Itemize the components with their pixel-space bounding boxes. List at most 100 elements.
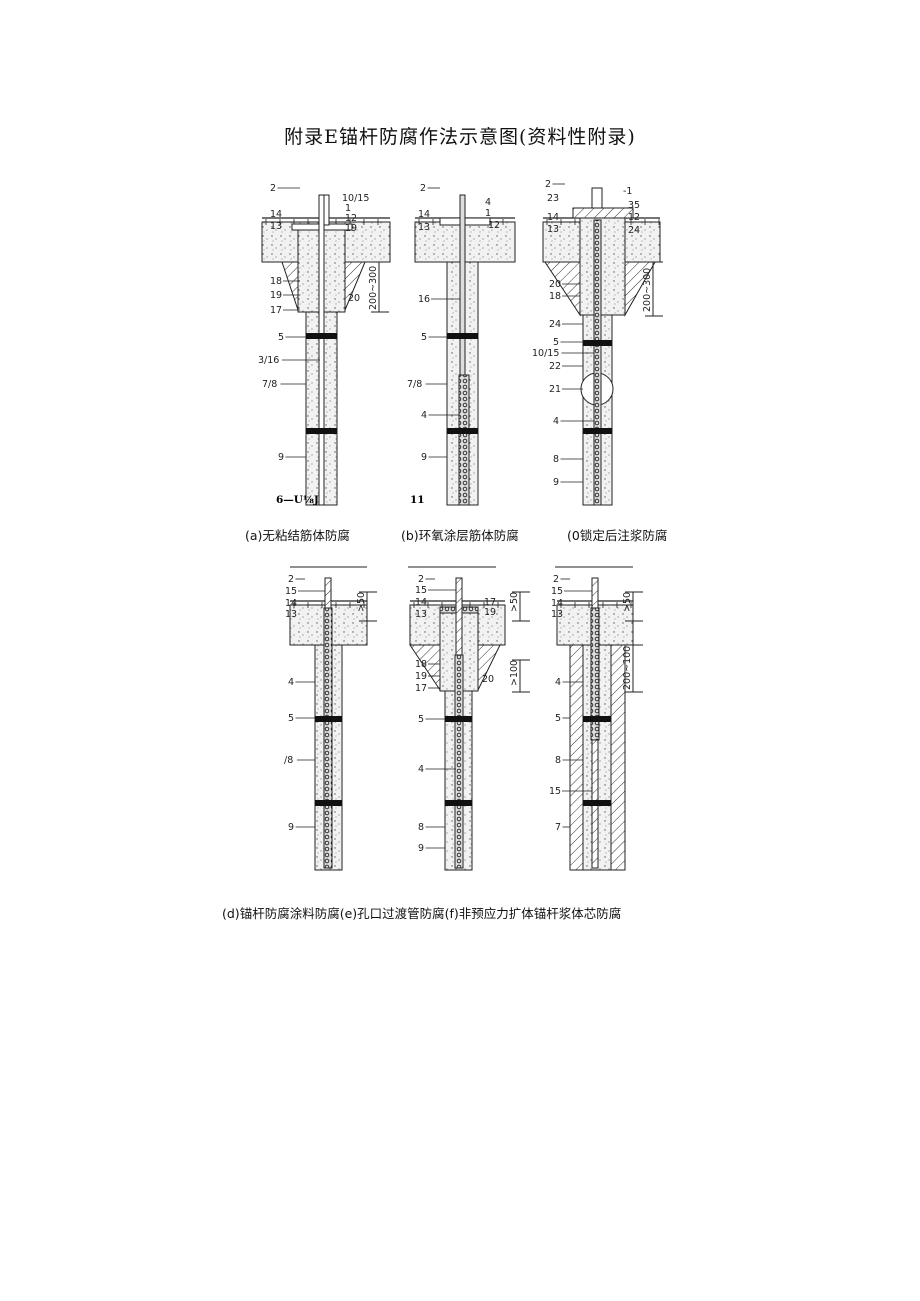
- fig-e-label-19: 19: [415, 671, 427, 682]
- fig-c-label-8: 8: [553, 454, 559, 465]
- fig-c-label-35: 35: [628, 200, 640, 211]
- fig-e-label-15: 15: [415, 585, 427, 596]
- fig-c-label-24: 24: [549, 319, 561, 330]
- fig-b-label-14: 14: [418, 209, 430, 220]
- fig-a-dimension-text: 200~300: [368, 266, 379, 310]
- fig-f-label-8: 8: [555, 755, 561, 766]
- fig-f-label-4: 4: [555, 677, 561, 688]
- fig-c-label-21: 21: [549, 384, 561, 395]
- fig-f-label-15: 15: [549, 786, 561, 797]
- fig-e-dimension2-text: >100: [509, 660, 520, 686]
- fig-d-dimension-text: >50: [356, 592, 367, 612]
- fig-b-label-5: 5: [421, 332, 427, 343]
- fig-a-spacer: [306, 428, 337, 434]
- fig-e-spacer: [445, 800, 472, 806]
- fig-c-label-4: 4: [553, 416, 559, 427]
- fig-e-label-14: 14: [415, 597, 427, 608]
- fig-a-label-12: 12: [345, 213, 357, 224]
- fig-c-cap: [579, 217, 626, 316]
- fig-d-spacer: [315, 716, 342, 722]
- fig-a-label-19: 19: [270, 290, 282, 301]
- fig-d-coating: [323, 607, 333, 869]
- fig-c-label-18: 18: [549, 291, 561, 302]
- fig-c-label--1: -1: [623, 186, 632, 197]
- caption-c: (0锁定后注浆防腐: [567, 528, 668, 543]
- fig-f-label-7: 7: [555, 822, 561, 833]
- fig-c-label-23: 23: [547, 193, 559, 204]
- fig-b-footnote: 11: [410, 494, 425, 506]
- fig-c-spacer: [583, 428, 612, 434]
- caption-a: (a)无粘结筋体防腐: [245, 528, 350, 543]
- fig-c-label-20: 20: [549, 279, 561, 290]
- fig-c-label-2: 2: [545, 179, 551, 190]
- fig-e-label-2: 2: [418, 574, 424, 585]
- fig-a-label-20: 20: [348, 293, 360, 304]
- fig-f-label-5: 5: [555, 713, 561, 724]
- fig-d-label-13: 13: [285, 609, 297, 620]
- fig-c-label-22: 22: [549, 361, 561, 372]
- fig-c-label-5: 5: [553, 337, 559, 348]
- fig-b-label-12: 12: [488, 220, 500, 231]
- fig-d-label-/8: /8: [284, 755, 293, 766]
- fig-b-label-1: 1: [485, 208, 491, 219]
- fig-a-label-19: 19: [345, 223, 357, 234]
- fig-a-label-9: 9: [278, 452, 284, 463]
- fig-b-spacer: [447, 333, 478, 339]
- fig-e-coating: [454, 654, 464, 869]
- fig-a-label-3/16: 3/16: [258, 355, 279, 366]
- fig-c-label-13: 13: [547, 224, 559, 235]
- fig-e-label-13: 13: [415, 609, 427, 620]
- fig-f-label-15: 15: [551, 586, 563, 597]
- fig-a-label-7/8: 7/8: [262, 379, 277, 390]
- fig-c-label-10/15: 10/15: [532, 348, 559, 359]
- fig-b-epoxy-coated-bar: [458, 374, 470, 506]
- fig-a-label-14: 14: [270, 209, 282, 220]
- fig-c-label-24: 24: [628, 225, 640, 236]
- caption-b: (b)环氧涂层筋体防腐: [401, 528, 519, 543]
- fig-a-spacer: [306, 333, 337, 339]
- fig-f-spacer: [583, 716, 611, 722]
- fig-c-spacer: [583, 340, 612, 346]
- fig-e-label-18: 18: [415, 659, 427, 670]
- fig-a-label-18: 18: [270, 276, 282, 287]
- fig-d-label-9: 9: [288, 822, 294, 833]
- fig-e-label-4: 4: [418, 764, 424, 775]
- fig-a-label-5: 5: [278, 332, 284, 343]
- fig-b-label-13: 13: [418, 222, 430, 233]
- fig-a-tendon: [318, 194, 325, 506]
- page-title: 附录E锚杆防腐作法示意图(资料性附录): [284, 126, 636, 148]
- fig-e-label-8: 8: [418, 822, 424, 833]
- fig-d-label-2: 2: [288, 574, 294, 585]
- fig-d-label-4: 4: [288, 677, 294, 688]
- fig-f-label-13: 13: [551, 609, 563, 620]
- fig-a-label-1: 1: [345, 203, 351, 214]
- fig-f-dimension2-text: 200~100: [622, 646, 633, 690]
- fig-b-label-4: 4: [485, 197, 491, 208]
- fig-e-dimension-text: >50: [509, 592, 520, 612]
- fig-f-label-14: 14: [551, 598, 563, 609]
- fig-a-tendon-head: [323, 194, 330, 226]
- fig-a-footnote: 6—U⅛J: [276, 494, 319, 506]
- fig-e-label-20: 20: [482, 674, 494, 685]
- fig-e-label-17: 17: [415, 683, 427, 694]
- fig-b-label-4: 4: [421, 410, 427, 421]
- fig-d-label-14: 14: [285, 598, 297, 609]
- fig-d-label-15: 15: [285, 586, 297, 597]
- fig-e-label-19: 19: [484, 607, 496, 618]
- fig-c-anchor-head: [591, 187, 603, 209]
- fig-e-label-9: 9: [418, 843, 424, 854]
- fig-a-label-13: 13: [270, 221, 282, 232]
- fig-e-spacer: [445, 716, 472, 722]
- fig-e-label-17: 17: [484, 597, 496, 608]
- fig-f-spacer: [583, 800, 611, 806]
- fig-a-label-17: 17: [270, 305, 282, 316]
- fig-f-dimension-text: >50: [622, 592, 633, 612]
- fig-c-label-14: 14: [547, 212, 559, 223]
- fig-c-label-12: 12: [628, 212, 640, 223]
- fig-c-label-9: 9: [553, 477, 559, 488]
- fig-e-label-5: 5: [418, 714, 424, 725]
- fig-b-label-16: 16: [418, 294, 430, 305]
- fig-a-label-2: 2: [270, 183, 276, 194]
- fig-f-label-2: 2: [553, 574, 559, 585]
